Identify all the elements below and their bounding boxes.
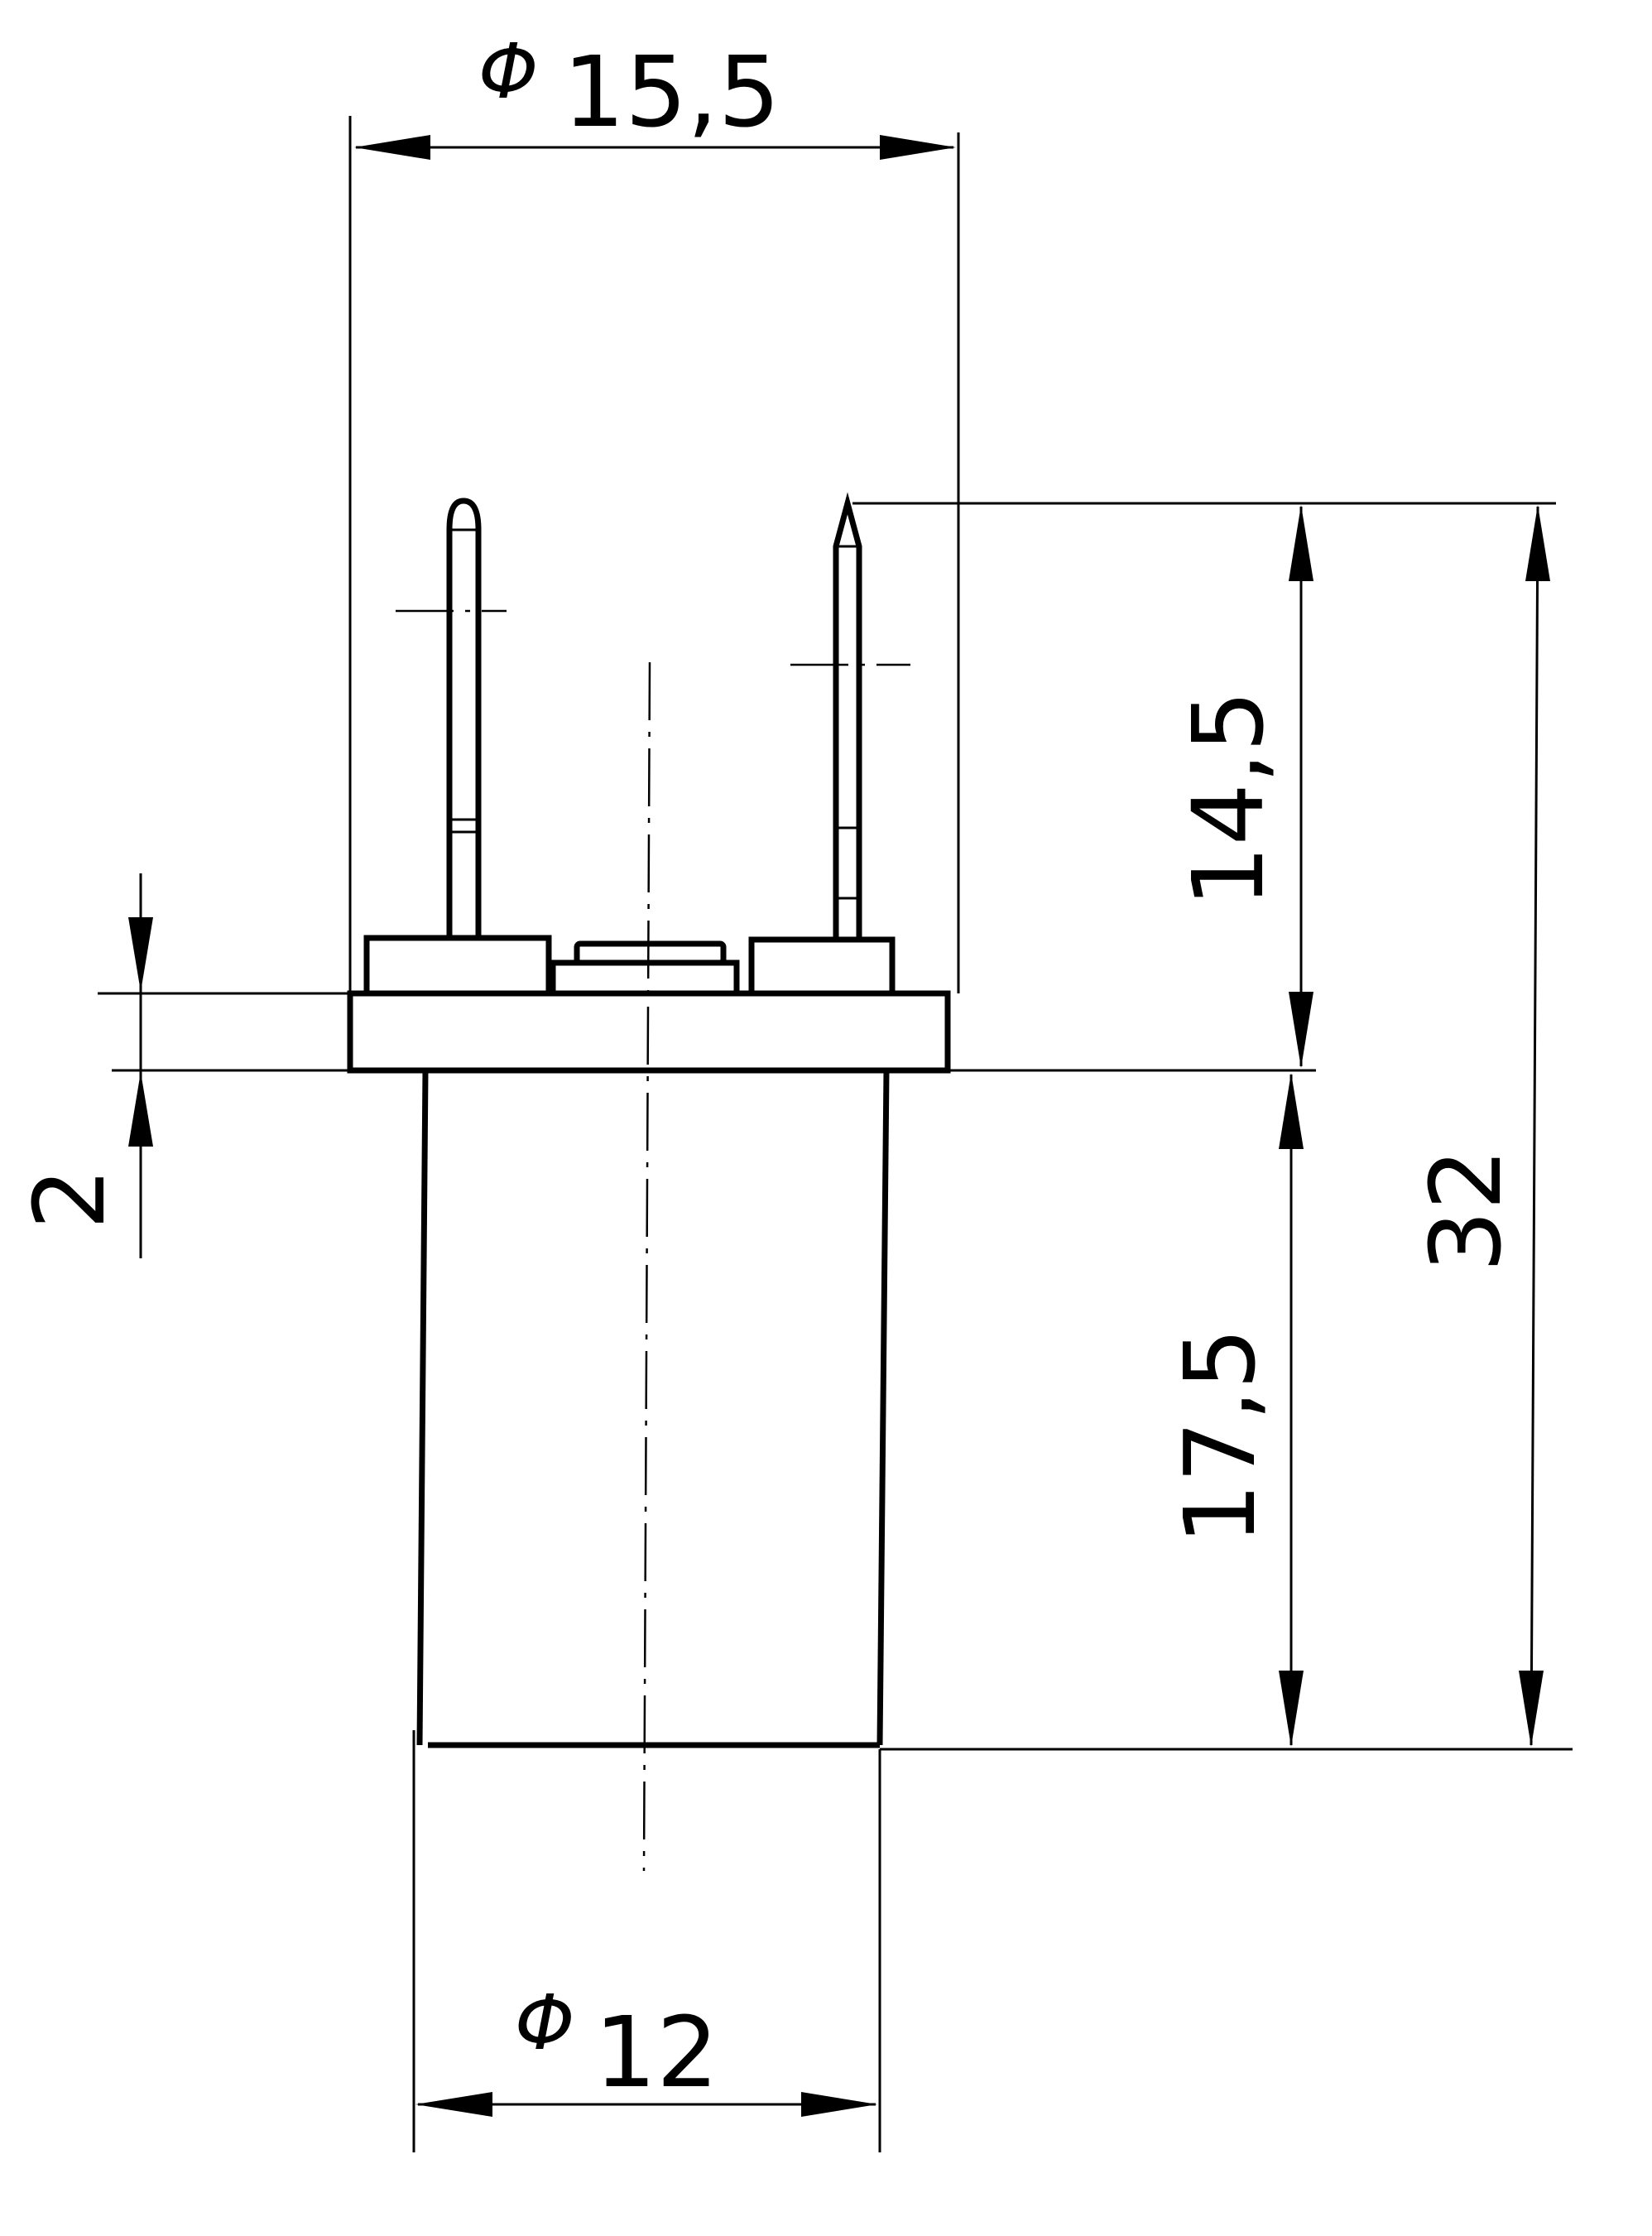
cylinder-right-edge (876, 1070, 890, 1746)
center-lines (396, 609, 910, 1872)
right-block (748, 936, 896, 997)
total-height-label: 32 (1409, 1148, 1523, 1272)
top-diameter-symbol: Φ (478, 27, 538, 116)
cylinder-left-edge (416, 1070, 429, 1746)
top-diameter-value: 15,5 (563, 35, 780, 149)
bottom-diameter-symbol: Φ (515, 1979, 574, 2067)
center-raised-block (574, 940, 727, 966)
main-axis (642, 661, 651, 1872)
upper-height-label: 14,5 (1171, 690, 1285, 908)
lower-height-label: 17,5 (1163, 1328, 1277, 1546)
extension-lines (98, 116, 1573, 2152)
right-pin (833, 492, 862, 940)
left-pin (446, 498, 482, 938)
bottom-diameter-value: 12 (594, 1995, 718, 2109)
dimension-labels: Φ 15,5 Φ 12 2 14,5 17,5 32 (12, 27, 1523, 2109)
flange-thickness-label: 2 (12, 1167, 127, 1229)
dimension-lines (128, 135, 1550, 2117)
center-block (550, 959, 740, 997)
left-block (363, 935, 552, 997)
